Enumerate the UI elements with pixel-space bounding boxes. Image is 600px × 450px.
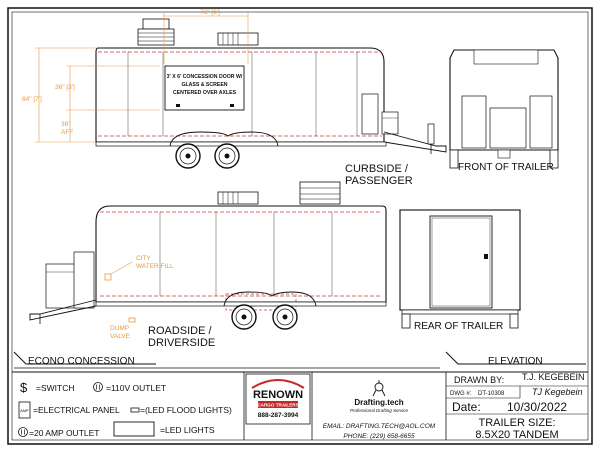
- sheet-inner-border: [11, 11, 589, 441]
- roadside-trailer-body: [95, 205, 387, 303]
- drawn-by-name: T.J. KEGEBEIN: [522, 372, 585, 382]
- dim-aff-label: AFF: [61, 129, 73, 136]
- drawn-by-label: DRAWN BY:: [454, 375, 504, 385]
- curbside-tongue: [383, 131, 447, 153]
- roadside-view: CITY WATER FILL DUMP VALVE ROADSIDE / DR…: [29, 181, 387, 349]
- drafting-name: Drafting.tech: [354, 398, 403, 407]
- city-water-fill-box: [104, 273, 112, 281]
- switch-symbol: $: [20, 380, 28, 395]
- curbside-wheel-rear: [214, 143, 240, 169]
- curbside-view: 3' X 6' CONCESSION DOOR W/ GLASS & SCREE…: [22, 9, 447, 187]
- led-light-label: =LED LIGHTS: [160, 425, 215, 435]
- outlet-110-label: =110V OUTLET: [106, 383, 166, 393]
- trailer-size-value: 8.5X20 TANDEM: [475, 429, 558, 441]
- drafting-tagline: Professional Drafting Service: [350, 408, 409, 413]
- date-value: 10/30/2022: [507, 400, 567, 414]
- renown-name: RENOWN: [253, 389, 303, 401]
- dump-valve-label-2: VALVE: [110, 333, 131, 340]
- curbside-label-line1: CURBSIDE /: [345, 163, 409, 175]
- front-view-label: FRONT OF TRAILER: [458, 162, 554, 173]
- title-block-details: DRAWN BY: T.J. KEGEBEIN TJ Kegebein DWG …: [446, 372, 588, 441]
- dim-36-lower-label: 36": [61, 121, 71, 128]
- roadside-label-line2: DRIVERSIDE: [148, 337, 215, 349]
- renown-logo: RENOWN CARGO TRAILERS 888-287-3994: [245, 373, 311, 425]
- renown-tagline: CARGO TRAILERS: [257, 403, 298, 408]
- roof-vent: [142, 18, 170, 30]
- curbside-dimensions: [35, 13, 249, 143]
- outlet-110-icon: [93, 382, 103, 392]
- switch-label: =SWITCH: [36, 383, 75, 393]
- city-water-label-1: CITY: [136, 255, 151, 262]
- dim-84-label: 84" [7']: [22, 96, 42, 103]
- dump-valve-marker: [128, 317, 136, 323]
- front-view: FRONT OF TRAILER: [449, 49, 559, 173]
- flood-light-label: =(LED FLOOD LIGHTS): [140, 405, 232, 415]
- led-light-icon: [113, 421, 155, 437]
- rear-view-label: REAR OF TRAILER: [414, 321, 503, 332]
- dump-valve-label-1: DUMP: [110, 325, 129, 332]
- rear-view: REAR OF TRAILER: [399, 209, 521, 332]
- roadside-roof-vent: [299, 181, 341, 205]
- trailer-size-label: TRAILER SIZE:: [478, 417, 555, 429]
- panel-symbol: AMP: [20, 408, 29, 413]
- renown-phone: 888-287-3994: [258, 412, 299, 419]
- dim-36-upper-label: 36" [3']: [55, 84, 75, 91]
- outlet-20-label: =20 AMP OUTLET: [29, 428, 99, 438]
- flood-light-icon: [130, 407, 140, 413]
- door-note-line1: 3' X 6' CONCESSION DOOR W/: [167, 74, 243, 80]
- project-label: ECONO CONCESSION: [28, 356, 135, 367]
- roadside-fixture-a: [45, 263, 77, 309]
- roadside-tongue: [29, 299, 97, 321]
- dim-72-label: 72" [6']: [200, 9, 220, 16]
- date-label: Date:: [452, 400, 481, 414]
- city-water-label-2: WATER FILL: [136, 263, 174, 270]
- drafting-email: EMAIL: DRAFTING.TECH@AOL.COM: [323, 423, 436, 430]
- roadside-wheel-rear: [272, 304, 298, 330]
- curbside-fixture: [361, 93, 379, 135]
- legend: $ =SWITCH =110V OUTLET AMP =ELECTRICAL P…: [18, 380, 232, 438]
- drafting-logo: Drafting.tech Professional Drafting Serv…: [323, 380, 436, 440]
- roadside-wheel-front: [231, 304, 257, 330]
- sheet-label: ELEVATION: [488, 356, 543, 367]
- drafting-compass-icon: [372, 380, 386, 397]
- title-banner-right: ELEVATION: [445, 351, 586, 367]
- dwg-number: DT-10308: [478, 391, 505, 397]
- curbside-label-line2: PASSENGER: [345, 175, 413, 187]
- roadside-fixture-b: [73, 251, 95, 309]
- curbside-wheel-front: [175, 143, 201, 169]
- panel-label: =ELECTRICAL PANEL: [33, 405, 120, 415]
- door-note-line3: CENTERED OVER AXLES: [173, 90, 237, 96]
- panel-icon: [18, 401, 31, 419]
- dwg-label: DWG #:: [450, 391, 472, 397]
- title-banner-left: ECONO CONCESSION: [13, 351, 440, 369]
- drafting-phone: PHONE: (229) 658-6655: [343, 433, 415, 440]
- concession-door: [164, 65, 245, 111]
- roadside-label-line1: ROADSIDE /: [148, 325, 213, 337]
- sheet-border: [7, 7, 593, 445]
- signature: TJ Kegebein: [532, 387, 583, 397]
- door-note-line2: GLASS & SCREEN: [181, 82, 227, 88]
- rear-door: [429, 215, 493, 309]
- outlet-20-icon: [18, 427, 28, 437]
